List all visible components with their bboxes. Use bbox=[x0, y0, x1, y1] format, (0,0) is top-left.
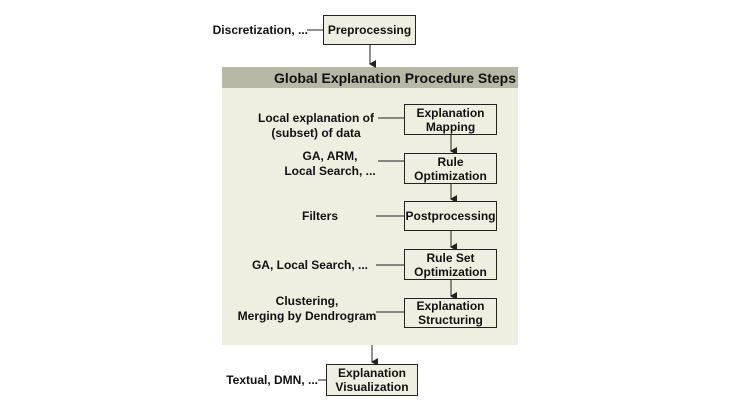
panel-title: Global Explanation Procedure Steps bbox=[274, 69, 516, 86]
input-label-structuring: Clustering, Merging by Dendrogram bbox=[236, 294, 378, 324]
step-rule-set-opt-line1: Rule Set bbox=[426, 250, 475, 265]
input-label-structuring-line1: Clustering, bbox=[275, 294, 339, 308]
step-mapping-line2: Mapping bbox=[425, 119, 476, 134]
input-label-rule-set-opt: GA, Local Search, ... bbox=[251, 258, 368, 272]
input-label-postprocessing: Filters bbox=[302, 209, 339, 223]
step-structuring-line1: Explanation bbox=[416, 299, 485, 313]
step-postprocessing-label: Postprocessing bbox=[405, 209, 496, 223]
step-rule-set-optimization: Rule Set Optimization bbox=[404, 249, 497, 280]
step-explanation-structuring: Explanation Structuring bbox=[404, 298, 497, 328]
input-label-rule-opt-line2: Local Search, ... bbox=[284, 164, 376, 178]
input-label-visualization: Textual, DMN, ... bbox=[226, 373, 318, 387]
step-rule-opt-line1: Rule bbox=[437, 154, 464, 169]
step-preprocessing-label: Preprocessing bbox=[327, 23, 412, 37]
input-label-preprocessing: Discretization, ... bbox=[212, 23, 308, 37]
step-rule-opt-line2: Optimization bbox=[414, 168, 487, 183]
step-rule-set-opt-line2: Optimization bbox=[414, 264, 487, 279]
step-structuring-line2: Structuring bbox=[418, 313, 483, 327]
step-explanation-visualization: Explanation Visualization bbox=[326, 364, 418, 396]
input-label-mapping: Local explanation of (subset) of data bbox=[252, 111, 380, 141]
panel-header: Global Explanation Procedure Steps bbox=[222, 67, 518, 88]
step-mapping-line1: Explanation bbox=[416, 105, 485, 120]
step-visualization-line1: Explanation bbox=[337, 366, 406, 380]
input-label-structuring-line2: Merging by Dendrogram bbox=[237, 309, 377, 323]
step-visualization-line2: Visualization bbox=[335, 380, 409, 394]
step-preprocessing: Preprocessing bbox=[323, 15, 416, 45]
input-label-rule-opt-line1: GA, ARM, bbox=[302, 149, 358, 163]
input-label-mapping-line1: Local explanation of bbox=[257, 111, 374, 125]
step-postprocessing: Postprocessing bbox=[404, 201, 497, 231]
input-label-mapping-line2: (subset) of data bbox=[271, 126, 361, 140]
step-explanation-mapping: Explanation Mapping bbox=[404, 104, 497, 135]
step-rule-optimization: Rule Optimization bbox=[404, 153, 497, 184]
input-label-rule-opt: GA, ARM, Local Search, ... bbox=[275, 149, 385, 179]
